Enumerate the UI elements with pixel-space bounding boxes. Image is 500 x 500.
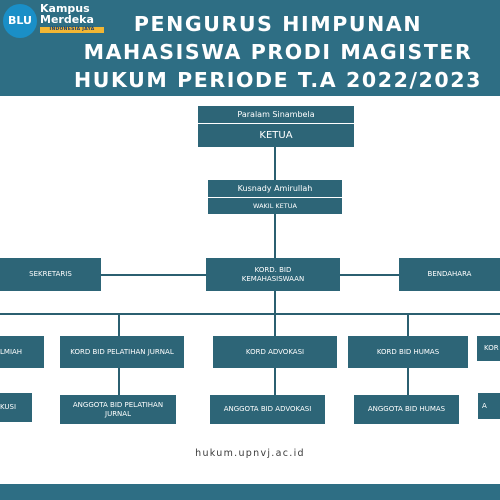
anggota-pelatihan-jurnal-label: ANGGOTA BID PELATIHAN JURNAL	[72, 400, 164, 418]
bendahara-label: BENDAHARA	[427, 270, 472, 278]
title-line-3: HUKUM PERIODE T.A 2022/2023	[74, 68, 482, 92]
km-logo-line1: Kampus	[40, 2, 90, 15]
kampus-merdeka-logo: Kampus Merdeka INDONESIA JAYA	[40, 3, 104, 37]
node-anggota-partial-right: A	[478, 393, 500, 419]
km-logo-strip: INDONESIA JAYA	[40, 27, 104, 33]
footer-bar	[0, 484, 500, 500]
anggota-advokasi-label: ANGGOTA BID ADVOKASI	[223, 405, 312, 413]
node-kord-advokasi: KORD ADVOKASI	[213, 336, 337, 368]
node-wakil-ketua: Kusnady Amirullah WAKIL KETUA	[208, 180, 342, 214]
node-kord-humas: KORD BID HUMAS	[348, 336, 468, 368]
node-bendahara: BENDAHARA	[399, 258, 500, 291]
node-kord-kemahasiswaan: KORD. BID KEMAHASISWAAN	[206, 258, 340, 291]
node-kord-partial-right: KOR	[477, 336, 500, 361]
node-ketua: Paralam Sinambela KETUA	[198, 106, 354, 147]
ketua-name: Paralam Sinambela	[198, 106, 354, 124]
km-logo-line2: Merdeka	[40, 13, 94, 26]
anggota-diskusi-label: KUSI	[0, 403, 17, 411]
wakil-role: WAKIL KETUA	[253, 201, 297, 210]
node-kord-pelatihan-jurnal: KORD BID PELATIHAN JURNAL	[60, 336, 184, 368]
node-sekretaris: SEKRETARIS	[0, 258, 101, 291]
title-line-1: PENGURUS HIMPUNAN	[133, 12, 423, 36]
kord-kemahasiswaan-label: KORD. BID KEMAHASISWAAN	[241, 265, 305, 283]
title-line-2: MAHASISWA PRODI MAGISTER	[83, 40, 473, 64]
wakil-name: Kusnady Amirullah	[208, 180, 342, 198]
kord-pelatihan-jurnal-label: KORD BID PELATIHAN JURNAL	[70, 347, 174, 356]
anggota-humas-label: ANGGOTA BID HUMAS	[367, 405, 446, 413]
page-title: PENGURUS HIMPUNAN MAHASISWA PRODI MAGIST…	[58, 10, 498, 94]
anggota-partial-right-label: A	[482, 401, 487, 410]
node-anggota-diskusi: KUSI	[0, 393, 32, 422]
connector-main-vertical	[274, 147, 276, 309]
kord-partial-right-label: KOR	[484, 344, 499, 352]
ketua-role: KETUA	[259, 129, 293, 141]
node-anggota-pelatihan-jurnal: ANGGOTA BID PELATIHAN JURNAL	[60, 395, 176, 424]
connector-branch-horizontal	[0, 313, 500, 315]
sekretaris-label: SEKRETARIS	[29, 270, 72, 278]
kord-advokasi-label: KORD ADVOKASI	[245, 347, 305, 356]
kord-ilmiah-label: LMIAH	[0, 347, 23, 356]
header-banner: BLU Kampus Merdeka INDONESIA JAYA PENGUR…	[0, 0, 500, 96]
kord-humas-label: KORD BID HUMAS	[376, 347, 440, 356]
blu-logo: BLU	[3, 4, 37, 38]
node-anggota-advokasi: ANGGOTA BID ADVOKASI	[210, 395, 325, 424]
node-kord-ilmiah: LMIAH	[0, 336, 44, 368]
node-anggota-humas: ANGGOTA BID HUMAS	[354, 395, 459, 424]
website-url: hukum.upnvj.ac.id	[195, 448, 305, 459]
